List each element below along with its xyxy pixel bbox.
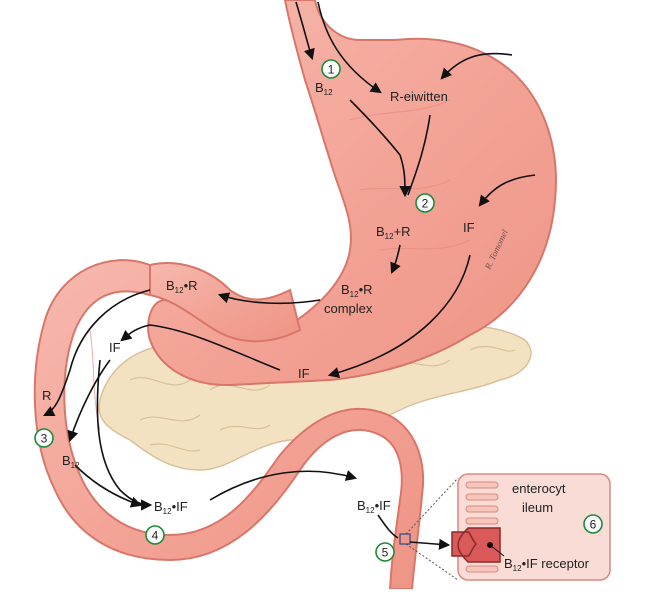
label-if-upper: IF [463, 220, 475, 235]
svg-text:1: 1 [328, 63, 335, 77]
label-ileum: ileum [522, 500, 553, 515]
label-r-small: R [42, 388, 51, 403]
ileum-zoom-box [399, 533, 411, 545]
step-3-marker: 3 [34, 428, 54, 448]
label-b12if-4: B12•IF [154, 499, 188, 516]
step-1-marker: 1 [321, 59, 341, 79]
label-if-lower: IF [298, 366, 310, 381]
label-r-eiwitten: R-eiwitten [390, 89, 448, 104]
step-6-marker: 6 [583, 514, 603, 534]
label-complex: complex [324, 301, 373, 316]
label-enterocyt: enterocyt [512, 481, 566, 496]
label-b12-top: B12 [315, 80, 333, 97]
step-5-marker: 5 [375, 542, 395, 562]
b12-if-receptor-shape [451, 527, 501, 563]
label-b12r-complex: B12•R [341, 282, 373, 299]
label-if-left: IF [109, 340, 121, 355]
svg-text:2: 2 [422, 197, 429, 211]
step-markers: 1 2 3 4 5 6 [34, 59, 603, 562]
label-receptor: B12•IF receptor [504, 556, 590, 573]
enterocyte-inset [399, 473, 611, 581]
svg-text:3: 3 [41, 432, 48, 446]
labels: B12 R-eiwitten B12+R IF B12•R complex B1… [42, 80, 590, 573]
step-4-marker: 4 [145, 525, 165, 545]
step-2-marker: 2 [415, 193, 435, 213]
label-b12if-5: B12•IF [357, 498, 391, 515]
flow-arrows [42, 1, 536, 539]
label-b12-left: B12 [62, 453, 80, 470]
svg-text:6: 6 [590, 518, 597, 532]
label-b12r-left: B12•R [166, 278, 198, 295]
svg-text:4: 4 [152, 529, 159, 543]
svg-text:5: 5 [382, 546, 389, 560]
label-b12-plus-r: B12+R [376, 224, 411, 241]
